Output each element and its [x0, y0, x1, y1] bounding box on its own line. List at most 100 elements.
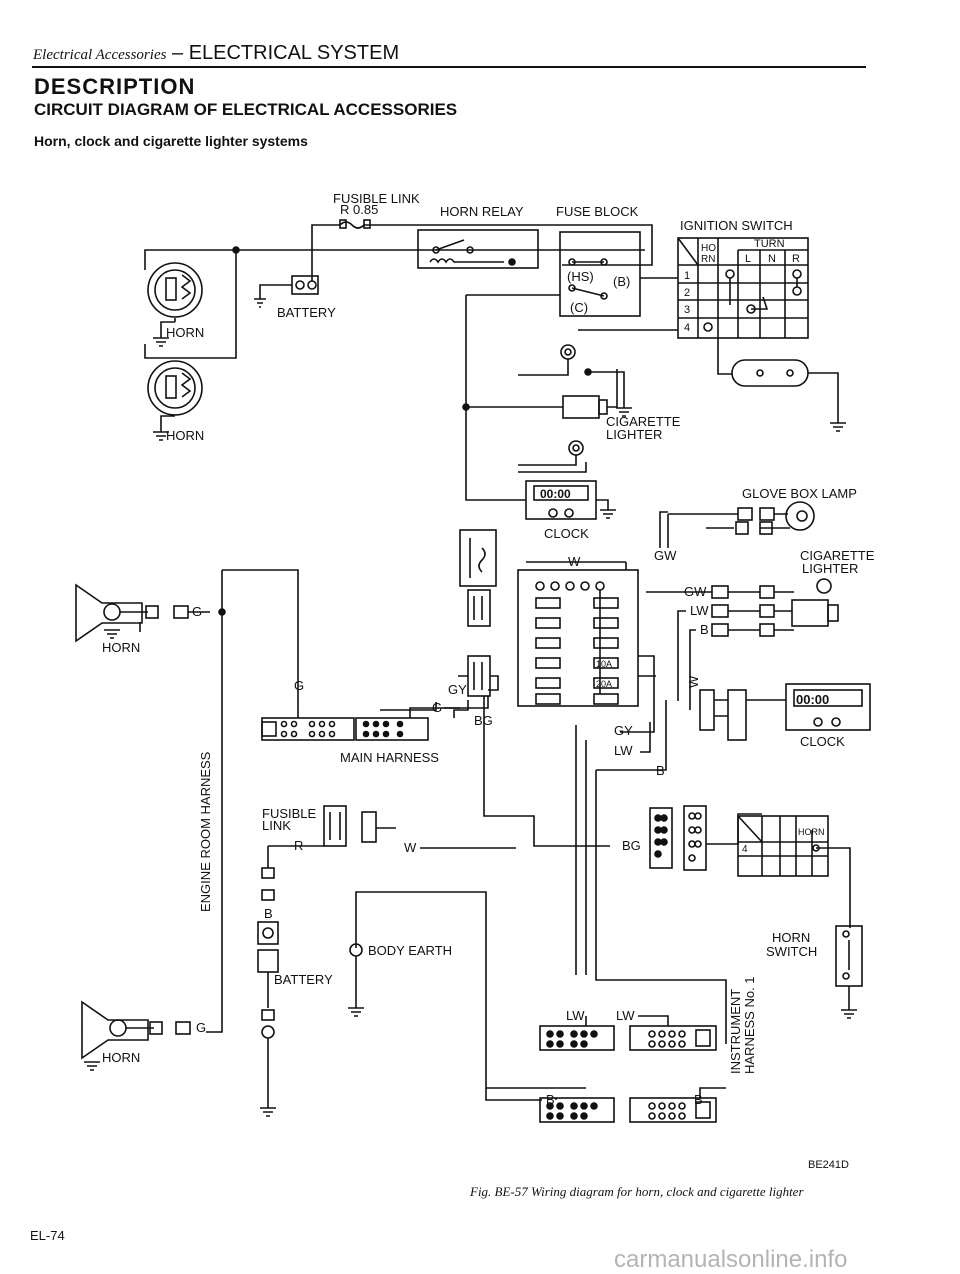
horn-left-label-2: HORN	[102, 1050, 140, 1065]
wire-gw-1: GW	[654, 548, 677, 563]
horn-relay-label: HORN RELAY	[440, 204, 524, 219]
battery-lower	[257, 921, 279, 1117]
horn-switch-label-a: HORN	[772, 930, 810, 945]
wire-lw-2: LW	[614, 743, 633, 758]
wire-b-1: B	[700, 622, 709, 637]
wire-gw-2: GW	[684, 584, 707, 599]
connector-clock	[699, 689, 715, 731]
wire-g-4: G	[196, 1020, 206, 1035]
cig-lighter-2-label-a: CIGARETTE	[800, 548, 875, 563]
horn-left-1	[75, 583, 210, 643]
inst-connector-b	[683, 805, 707, 871]
fusible-link-symbol	[328, 221, 372, 229]
body-earth-label: BODY EARTH	[368, 943, 452, 958]
wire-b-3: B	[264, 906, 273, 921]
link-label-lower: LINK	[262, 818, 291, 833]
fuse-20a: 20A	[596, 679, 612, 689]
lw-bottom-wires	[585, 1015, 669, 1026]
subsubheading: Horn, clock and cigarette lighter system…	[34, 133, 308, 149]
battery-label-lower: BATTERY	[274, 972, 333, 987]
heading: DESCRIPTION	[34, 74, 196, 99]
fuse-gy-wire	[620, 655, 656, 733]
harness-wires	[222, 569, 460, 718]
subheading: CIRCUIT DIAGRAM OF ELECTRICAL ACCESSORIE…	[34, 100, 458, 119]
horn-relay	[417, 229, 539, 269]
fuse-block-detail	[517, 569, 639, 707]
wire-b-4: B	[546, 1092, 555, 1107]
fuse-c-wire	[465, 294, 560, 501]
cigarette-lighter-3	[646, 578, 839, 637]
horn-front-1	[147, 262, 203, 347]
figure-code: BE241D	[808, 1159, 849, 1171]
horn-mini-label: HORN	[798, 827, 825, 837]
connector-gy	[458, 655, 499, 697]
horn-switch	[835, 925, 863, 1019]
bg-wire	[483, 696, 610, 847]
fuse-c-label: (C)	[570, 300, 588, 315]
rn-label: RN	[701, 254, 715, 265]
row3-label: 3	[684, 304, 690, 316]
ho-label: HO	[701, 243, 716, 254]
clock-right-label: CLOCK	[800, 734, 845, 749]
col-l-label: L	[745, 253, 751, 265]
wire-w-fuse: W	[568, 554, 581, 569]
bottom-connector-4	[629, 1097, 717, 1123]
page-number: EL-74	[30, 1228, 65, 1243]
inst-wire	[706, 813, 762, 845]
b-wire	[595, 700, 727, 1044]
wire-lw-4: LW	[616, 1008, 635, 1023]
header-title: ELECTRICAL SYSTEM	[188, 42, 400, 64]
watermark: carmanualsonline.info	[614, 1246, 848, 1273]
fusible-link-label: FUSIBLE LINK	[333, 191, 420, 206]
wire-g-2: G	[432, 700, 442, 715]
body-earth	[348, 891, 586, 1089]
fuse-b-label: (B)	[613, 274, 630, 289]
clock-top	[525, 480, 616, 520]
col-n-label: N	[768, 253, 776, 265]
glove-box-lamp-label: GLOVE BOX LAMP	[742, 486, 857, 501]
instrument-harness-label-a: INSTRUMENT	[728, 989, 743, 1074]
battery-label-top: BATTERY	[277, 305, 336, 320]
cig-lighter-1-label-a: CIGARETTE	[606, 414, 681, 429]
wire-bg-2: BG	[622, 838, 641, 853]
clock-top-display: 00:00	[540, 487, 571, 501]
horn-mini-row: 4	[742, 844, 748, 855]
horn-left-2	[81, 1000, 191, 1071]
junction-dot	[462, 403, 470, 411]
vertical-harness-wires	[575, 725, 587, 975]
fuse-10a: 10A	[596, 659, 612, 669]
ignition-switch-table	[677, 237, 809, 339]
horn-front-2	[147, 360, 203, 441]
key-switch-symbol	[717, 338, 846, 432]
lighter-feeds	[677, 610, 696, 710]
clock-right-display: 00:00	[796, 692, 829, 707]
wire-b-5: B	[694, 1092, 703, 1107]
glove-feed-wire	[659, 511, 669, 548]
main-harness-label: MAIN HARNESS	[340, 750, 439, 765]
wire-b-2: B	[656, 763, 665, 778]
horn-switch-table	[737, 815, 829, 877]
glove-box-lamp	[668, 501, 815, 535]
fuse-block-top	[559, 231, 641, 317]
engine-harness-wire	[206, 570, 223, 1033]
bottom-connector-3	[539, 1097, 615, 1123]
wire-r-1: R	[294, 838, 303, 853]
wire-gy-1: GY	[614, 723, 633, 738]
inst-connector-a	[649, 807, 673, 869]
main-harness-connector-1	[261, 717, 355, 741]
ignition-switch-label: IGNITION SWITCH	[680, 218, 793, 233]
horn2-feed-wire	[144, 250, 237, 359]
horn-switch-label-b: SWITCH	[766, 944, 817, 959]
figure-caption: Fig. BE-57 Wiring diagram for horn, cloc…	[470, 1184, 804, 1199]
fuse-lw-wire	[640, 722, 651, 753]
wire-lw-1: LW	[690, 603, 709, 618]
fusible-link-spec: R 0.85	[340, 202, 378, 217]
fusible-link-end	[363, 219, 371, 229]
header-section: Electrical Accessories	[33, 47, 167, 63]
fusible-link-end	[339, 219, 347, 229]
wire-w-clock: W	[686, 675, 701, 688]
horn-switch-wire	[816, 847, 851, 928]
cig-lighter-2-label-b: LIGHTER	[802, 561, 858, 576]
horn-label-2: HORN	[166, 428, 204, 443]
